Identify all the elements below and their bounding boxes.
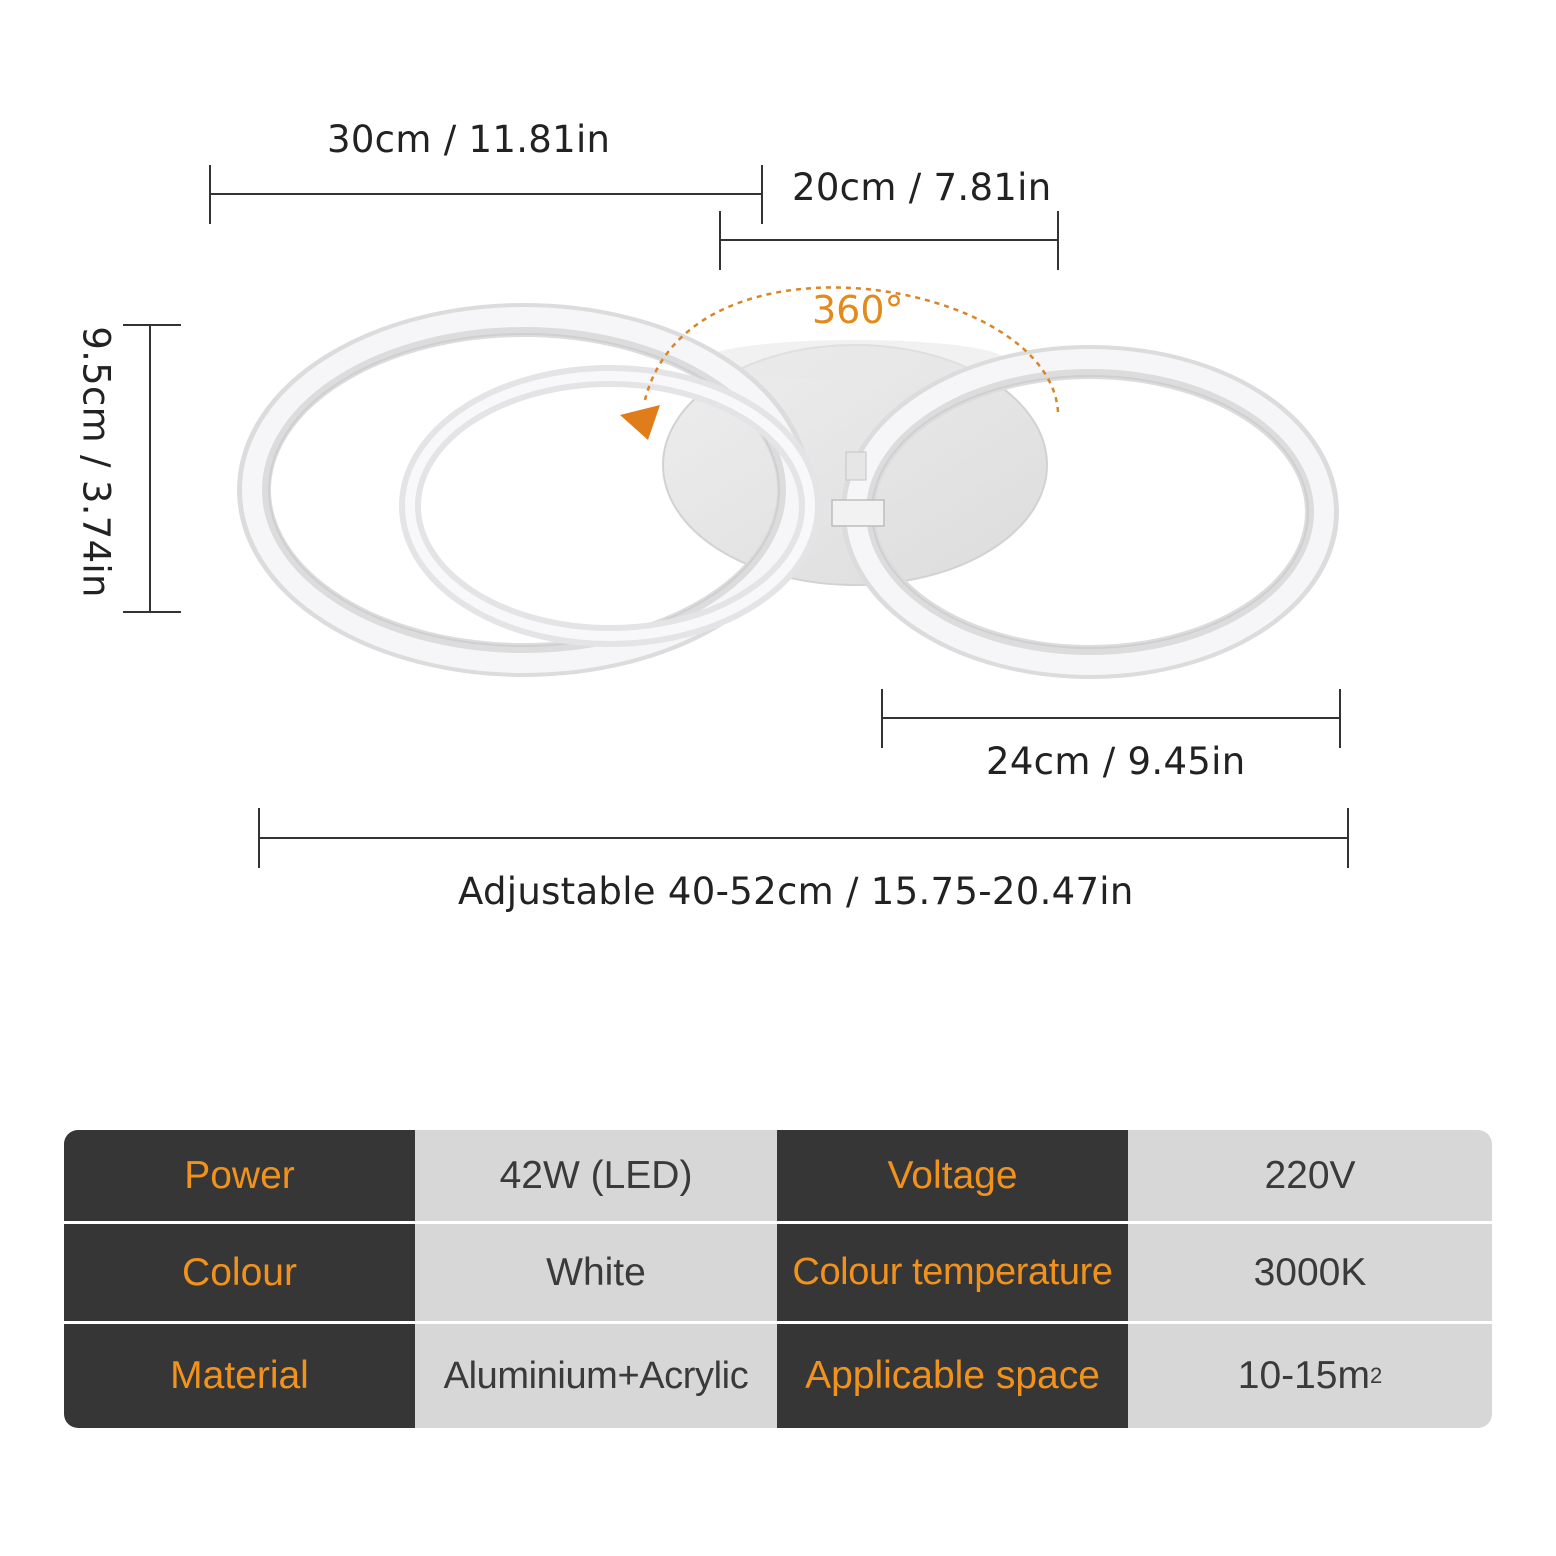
- dimension-lines: [123, 165, 1349, 868]
- spec-value-colour: White: [415, 1224, 777, 1324]
- inner-ring: [399, 365, 821, 647]
- spec-value-applicable-space-text: 10-15m: [1237, 1354, 1370, 1397]
- spec-value-power: 42W (LED): [415, 1130, 777, 1224]
- left-ring: [237, 303, 811, 677]
- dim-label-height: 9.5cm / 3.74in: [74, 326, 118, 598]
- dim-line-height: [123, 324, 181, 613]
- rotation-arrow: [620, 286, 1060, 440]
- spec-key-voltage: Voltage: [777, 1130, 1128, 1224]
- dim-line-top-left: [209, 165, 763, 224]
- spec-table: Power 42W (LED) Voltage 220V Colour Whit…: [64, 1130, 1492, 1428]
- dim-line-mid-right: [881, 689, 1341, 748]
- spec-key-colour-temperature: Colour temperature: [777, 1224, 1128, 1324]
- dim-label-top-mid: 20cm / 7.81in: [792, 166, 1052, 209]
- spec-key-material: Material: [64, 1324, 415, 1428]
- dim-line-top-mid: [719, 211, 1059, 270]
- rotation-label: 360°: [812, 288, 904, 332]
- dim-label-bottom: Adjustable 40-52cm / 15.75-20.47in: [458, 870, 1134, 913]
- ring-connector: [831, 451, 885, 527]
- dim-label-top-left: 30cm / 11.81in: [327, 118, 611, 161]
- spec-value-colour-temperature: 3000K: [1128, 1224, 1492, 1324]
- spec-key-power: Power: [64, 1130, 415, 1224]
- spec-value-voltage: 220V: [1128, 1130, 1492, 1224]
- spec-key-applicable-space: Applicable space: [777, 1324, 1128, 1428]
- dim-line-bottom: [258, 808, 1349, 868]
- rotation-arrowhead-icon: [620, 405, 660, 440]
- spec-key-colour: Colour: [64, 1224, 415, 1324]
- dim-label-mid-right: 24cm / 9.45in: [986, 740, 1246, 783]
- spec-value-material: Aluminium+Acrylic: [415, 1324, 777, 1428]
